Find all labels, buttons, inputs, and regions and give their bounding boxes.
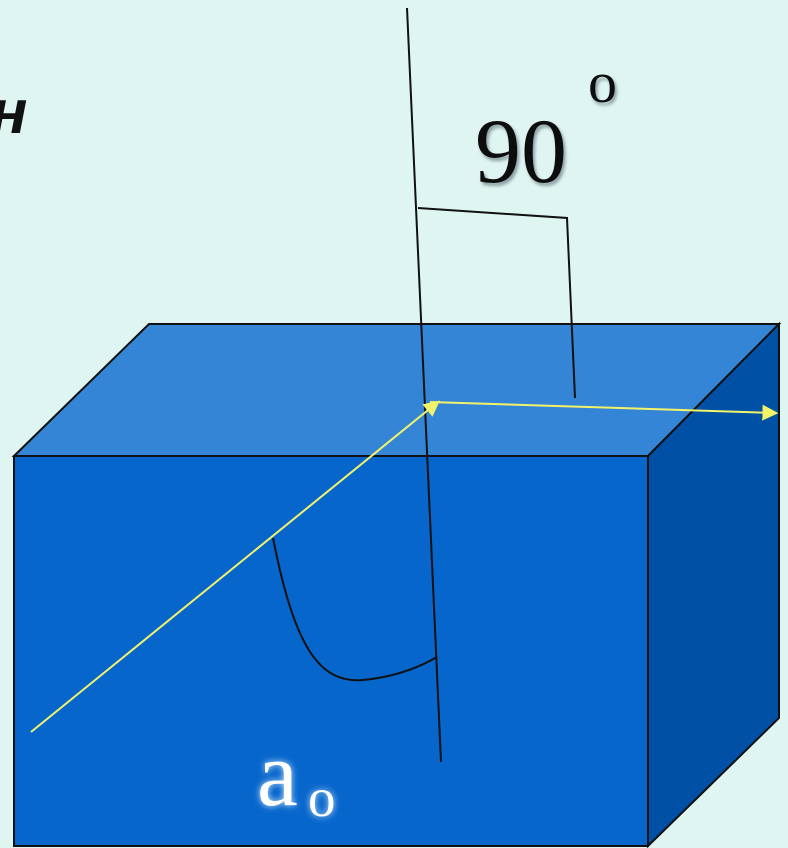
refracted-ray: [429, 401, 779, 421]
angle-value-label: 90: [475, 100, 567, 202]
critical-angle-label-main: a: [257, 723, 298, 825]
block-front-face: [13, 455, 649, 847]
critical-angle-arc: [272, 537, 438, 682]
critical-angle-label-subscript: o: [308, 767, 336, 828]
incident-ray: [30, 400, 440, 733]
normal-line: [406, 7, 442, 763]
partial-word-fragment: н: [0, 82, 27, 144]
right-angle-bracket: [417, 207, 576, 399]
degree-symbol: o: [588, 50, 617, 115]
